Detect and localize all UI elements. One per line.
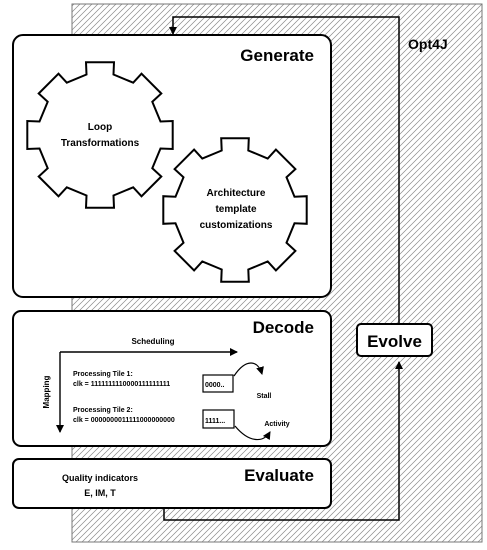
evaluate-title: Evaluate (244, 466, 314, 485)
gear-arch-line-1: Architecture (207, 188, 266, 199)
scheduling-axis-label: Scheduling (131, 337, 174, 346)
gear-loop-line-1: Loop (88, 122, 112, 133)
mapping-axis-label: Mapping (42, 375, 51, 408)
tile2-clk: clk = 0000000011111000000000 (73, 417, 175, 424)
decode-title: Decode (253, 318, 314, 337)
tile1-name: Processing Tile 1: (73, 371, 133, 378)
quality-indicators-list: E, IM, T (84, 488, 116, 498)
gear-arch-line-2: template (215, 204, 257, 215)
opt4j-label: Opt4J (408, 36, 448, 52)
tile2-pattern-box (202, 409, 235, 429)
tile2-name: Processing Tile 2: (73, 407, 133, 414)
tile1-state: Stall (257, 393, 272, 400)
decode-box (12, 310, 332, 447)
tile1-clk: clk = 1111111110000111111111 (73, 381, 170, 388)
gear-arch-line-3: customizations (200, 220, 273, 231)
evaluate-to-evolve-arrow (163, 361, 403, 521)
gear-loop-line-2: Transformations (61, 138, 140, 149)
evolve-to-generate-arrow (169, 16, 400, 324)
evolve-label: Evolve (367, 332, 422, 351)
tile1-stall-arrow (233, 362, 264, 377)
generate-title: Generate (240, 46, 314, 65)
tile2-activity-arrow (234, 425, 271, 441)
tile1-pattern: 0000.. (205, 382, 225, 389)
tile2-state: Activity (264, 421, 289, 428)
evolve-box (356, 323, 433, 357)
evaluate-box (12, 458, 332, 509)
architecture-customizations-gear-icon (162, 137, 308, 283)
tile1-pattern-box (202, 374, 234, 393)
loop-transformations-gear-icon (26, 61, 174, 209)
tile2-pattern: 1111... (205, 418, 225, 425)
quality-indicators-title: Quality indicators (62, 473, 138, 483)
